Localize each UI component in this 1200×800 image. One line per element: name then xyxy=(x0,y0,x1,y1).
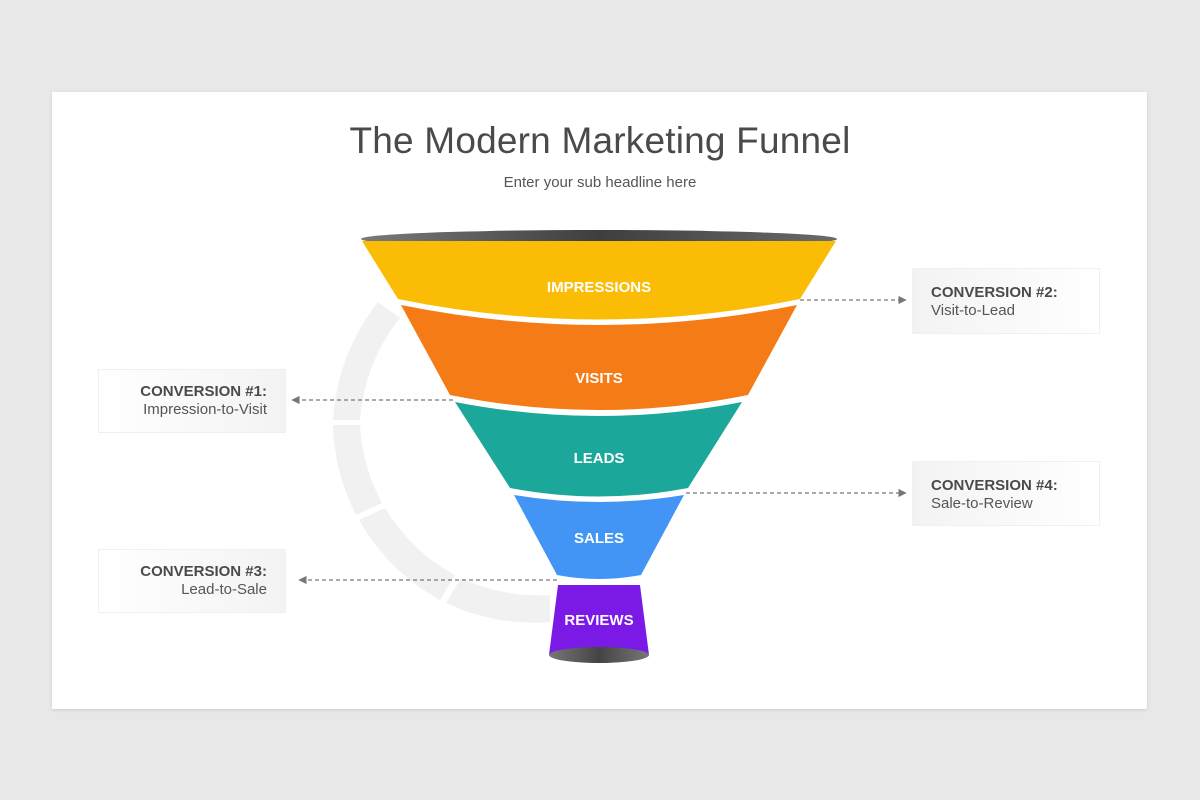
conversion-1-title: CONVERSION #1: xyxy=(140,383,267,400)
conversion-3-title: CONVERSION #3: xyxy=(140,563,267,580)
stage-shape-visits xyxy=(401,305,797,410)
conversion-box-4: CONVERSION #4: Sale-to-Review xyxy=(912,461,1100,526)
stage-shape-sales xyxy=(514,495,684,579)
cycle-ring-segment xyxy=(333,302,400,420)
stage-label-sales: SALES xyxy=(574,530,624,547)
conversion-2-title: CONVERSION #2: xyxy=(931,284,1058,301)
conversion-4-title: CONVERSION #4: xyxy=(931,477,1058,494)
stage-label-visits: VISITS xyxy=(575,370,623,387)
cycle-ring xyxy=(333,302,550,623)
cycle-ring-segment xyxy=(333,425,382,515)
stage-shape-reviews xyxy=(549,585,649,655)
page-title: The Modern Marketing Funnel xyxy=(349,120,851,161)
conversion-1-desc: Impression-to-Visit xyxy=(143,401,267,418)
conversion-box-2: CONVERSION #2: Visit-to-Lead xyxy=(912,268,1100,334)
stage-label-leads: LEADS xyxy=(574,450,625,467)
cycle-ring-segment xyxy=(446,578,550,623)
conversion-3-desc: Lead-to-Sale xyxy=(181,581,267,598)
conversion-2-desc: Visit-to-Lead xyxy=(931,302,1015,319)
stage-label-impressions: IMPRESSIONS xyxy=(547,279,651,296)
conversion-box-3: CONVERSION #3: Lead-to-Sale xyxy=(98,549,286,613)
funnel-bottom xyxy=(549,647,649,663)
stage-shape-leads xyxy=(455,402,742,497)
stage-label-reviews: REVIEWS xyxy=(564,612,633,629)
cycle-ring-segment xyxy=(359,508,455,600)
conversion-box-1: CONVERSION #1: Impression-to-Visit xyxy=(98,369,286,433)
stage-shape-impressions xyxy=(362,241,836,320)
page-subtitle: Enter your sub headline here xyxy=(503,174,697,191)
conversion-4-desc: Sale-to-Review xyxy=(931,495,1033,512)
